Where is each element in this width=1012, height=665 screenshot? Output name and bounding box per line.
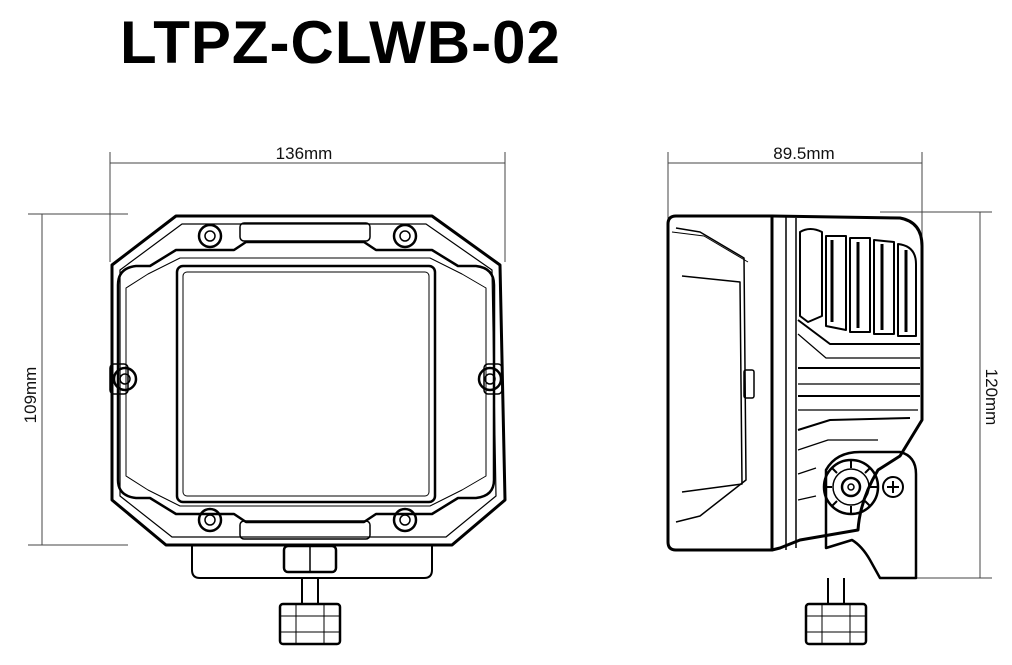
side-nut bbox=[804, 602, 868, 646]
side-housing bbox=[771, 214, 924, 552]
dimension-lines bbox=[28, 152, 992, 579]
screw-icon bbox=[197, 507, 223, 533]
side-depth-label: 89.5mm bbox=[773, 144, 834, 163]
model-title: LTPZ-CLWB-02 bbox=[120, 9, 561, 76]
adjustment-knob-icon bbox=[822, 458, 880, 516]
cooling-fins bbox=[799, 228, 917, 337]
screw-icon bbox=[477, 366, 503, 392]
screw-icon bbox=[112, 366, 138, 392]
front-screws bbox=[112, 223, 503, 533]
side-height-label: 120mm bbox=[982, 369, 1001, 426]
front-view bbox=[109, 214, 507, 547]
phillips-screw-icon bbox=[882, 476, 904, 498]
front-bezel bbox=[116, 240, 496, 524]
front-bolt bbox=[301, 578, 319, 605]
screw-icon bbox=[197, 223, 223, 249]
front-mount-bracket bbox=[191, 544, 433, 646]
side-view bbox=[666, 214, 924, 580]
screw-icon bbox=[392, 223, 418, 249]
front-housing-outline bbox=[110, 214, 507, 547]
front-lens bbox=[175, 264, 437, 504]
screw-icon bbox=[392, 507, 418, 533]
front-width-label: 136mm bbox=[276, 144, 333, 163]
front-nut bbox=[278, 602, 342, 646]
side-bolt bbox=[804, 578, 868, 646]
side-mount-bracket bbox=[824, 450, 918, 580]
front-height-label: 109mm bbox=[21, 367, 40, 424]
